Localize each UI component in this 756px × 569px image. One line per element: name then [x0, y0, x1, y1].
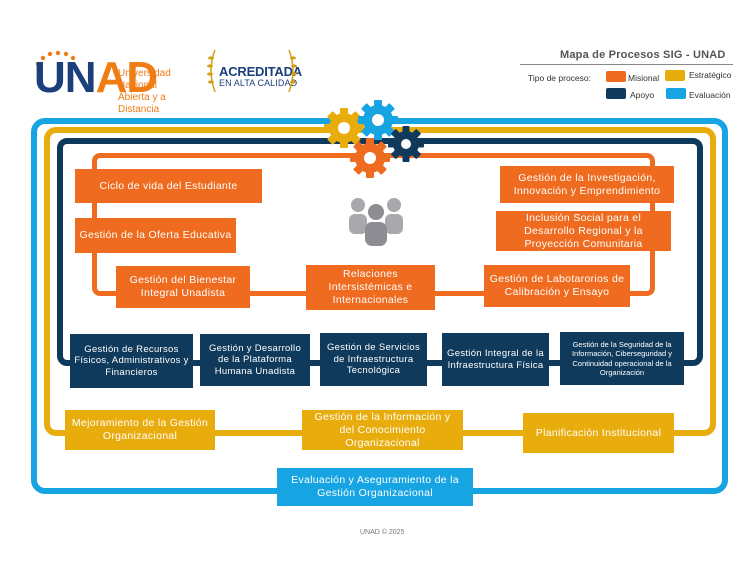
process-ciclo-vida-estudiante[interactable]: Ciclo de vida del Estudiante [75, 169, 262, 203]
copyright-text: UNAD © 2025 [360, 529, 405, 536]
logo-un: UN [34, 53, 97, 102]
accreditation-badge: ACREDITADA EN ALTA CALIDAD [205, 48, 302, 94]
legend-evaluacion: Evaluación [689, 90, 731, 100]
process-evaluacion-aseguramiento[interactable]: Evaluación y Aseguramiento de la Gestión… [277, 468, 473, 506]
legend-swatch-misional [606, 71, 626, 82]
process-relaciones-intersistemicas[interactable]: Relaciones Intersistémicas e Internacion… [306, 265, 435, 310]
process-servicios-tecnologicos[interactable]: Gestión de Servicios de Infraestructura … [320, 333, 427, 386]
process-recursos-fisicos[interactable]: Gestión de Recursos Físicos, Administrat… [70, 334, 193, 388]
process-seguridad-informacion[interactable]: Gestión de la Seguridad de la Informació… [560, 332, 684, 385]
process-oferta-educativa[interactable]: Gestión de la Oferta Educativa [75, 218, 236, 253]
legend-label: Tipo de proceso: [528, 73, 591, 83]
gear-blue-icon [358, 100, 398, 140]
logo-dots-icon [35, 50, 76, 67]
process-investigacion-innovacion[interactable]: Gestión de la Investigación, Innovación … [500, 166, 674, 203]
process-laboratorios-calibracion[interactable]: Gestión de Labotarorios de Calibración y… [484, 265, 630, 307]
legend-swatch-apoyo [606, 88, 626, 99]
gear-navy-icon [388, 126, 424, 162]
process-mejoramiento-gestion[interactable]: Mejoramiento de la Gestión Organizaciona… [65, 410, 215, 450]
legend-misional: Misional [628, 73, 660, 83]
accreditation-line2: EN ALTA CALIDAD [219, 78, 298, 88]
map-title: Mapa de Procesos SIG - UNAD [560, 49, 726, 61]
legend-swatch-estrategico [665, 70, 685, 81]
process-informacion-conocimiento[interactable]: Gestión de la Información y del Conocimi… [302, 410, 463, 450]
title-divider [520, 64, 733, 65]
gear-yellow-icon [324, 108, 364, 148]
legend-apoyo: Apoyo [630, 90, 655, 100]
laurel-right-icon [288, 49, 297, 93]
legend-estrategico: Estratégico [689, 70, 732, 80]
gear-orange-icon [350, 138, 390, 178]
laurel-left-icon [207, 49, 216, 93]
process-bienestar-integral[interactable]: Gestión del Bienestar Integral Unadista [116, 266, 250, 308]
process-plataforma-humana[interactable]: Gestión y Desarrollo de la Plataforma Hu… [200, 334, 310, 386]
people-icon [349, 198, 403, 246]
university-name-line1: Universidad Nacional [118, 68, 171, 91]
unad-logo: UNAD Universidad Nacional Abierta y a Di… [34, 50, 204, 115]
logo-ad: AD [95, 53, 159, 102]
process-planificacion-institucional[interactable]: Planificación Institucional [523, 413, 674, 453]
legend-swatch-evaluacion [666, 88, 686, 99]
process-inclusion-social[interactable]: Inclusión Social para el Desarrollo Regi… [496, 211, 671, 251]
gears-icon [324, 100, 424, 178]
university-name-line2: Abierta y a Distancia [118, 92, 166, 115]
accreditation-line1: ACREDITADA [219, 64, 302, 79]
process-infraestructura-fisica[interactable]: Gestión Integral de la Infraestructura F… [442, 333, 549, 386]
